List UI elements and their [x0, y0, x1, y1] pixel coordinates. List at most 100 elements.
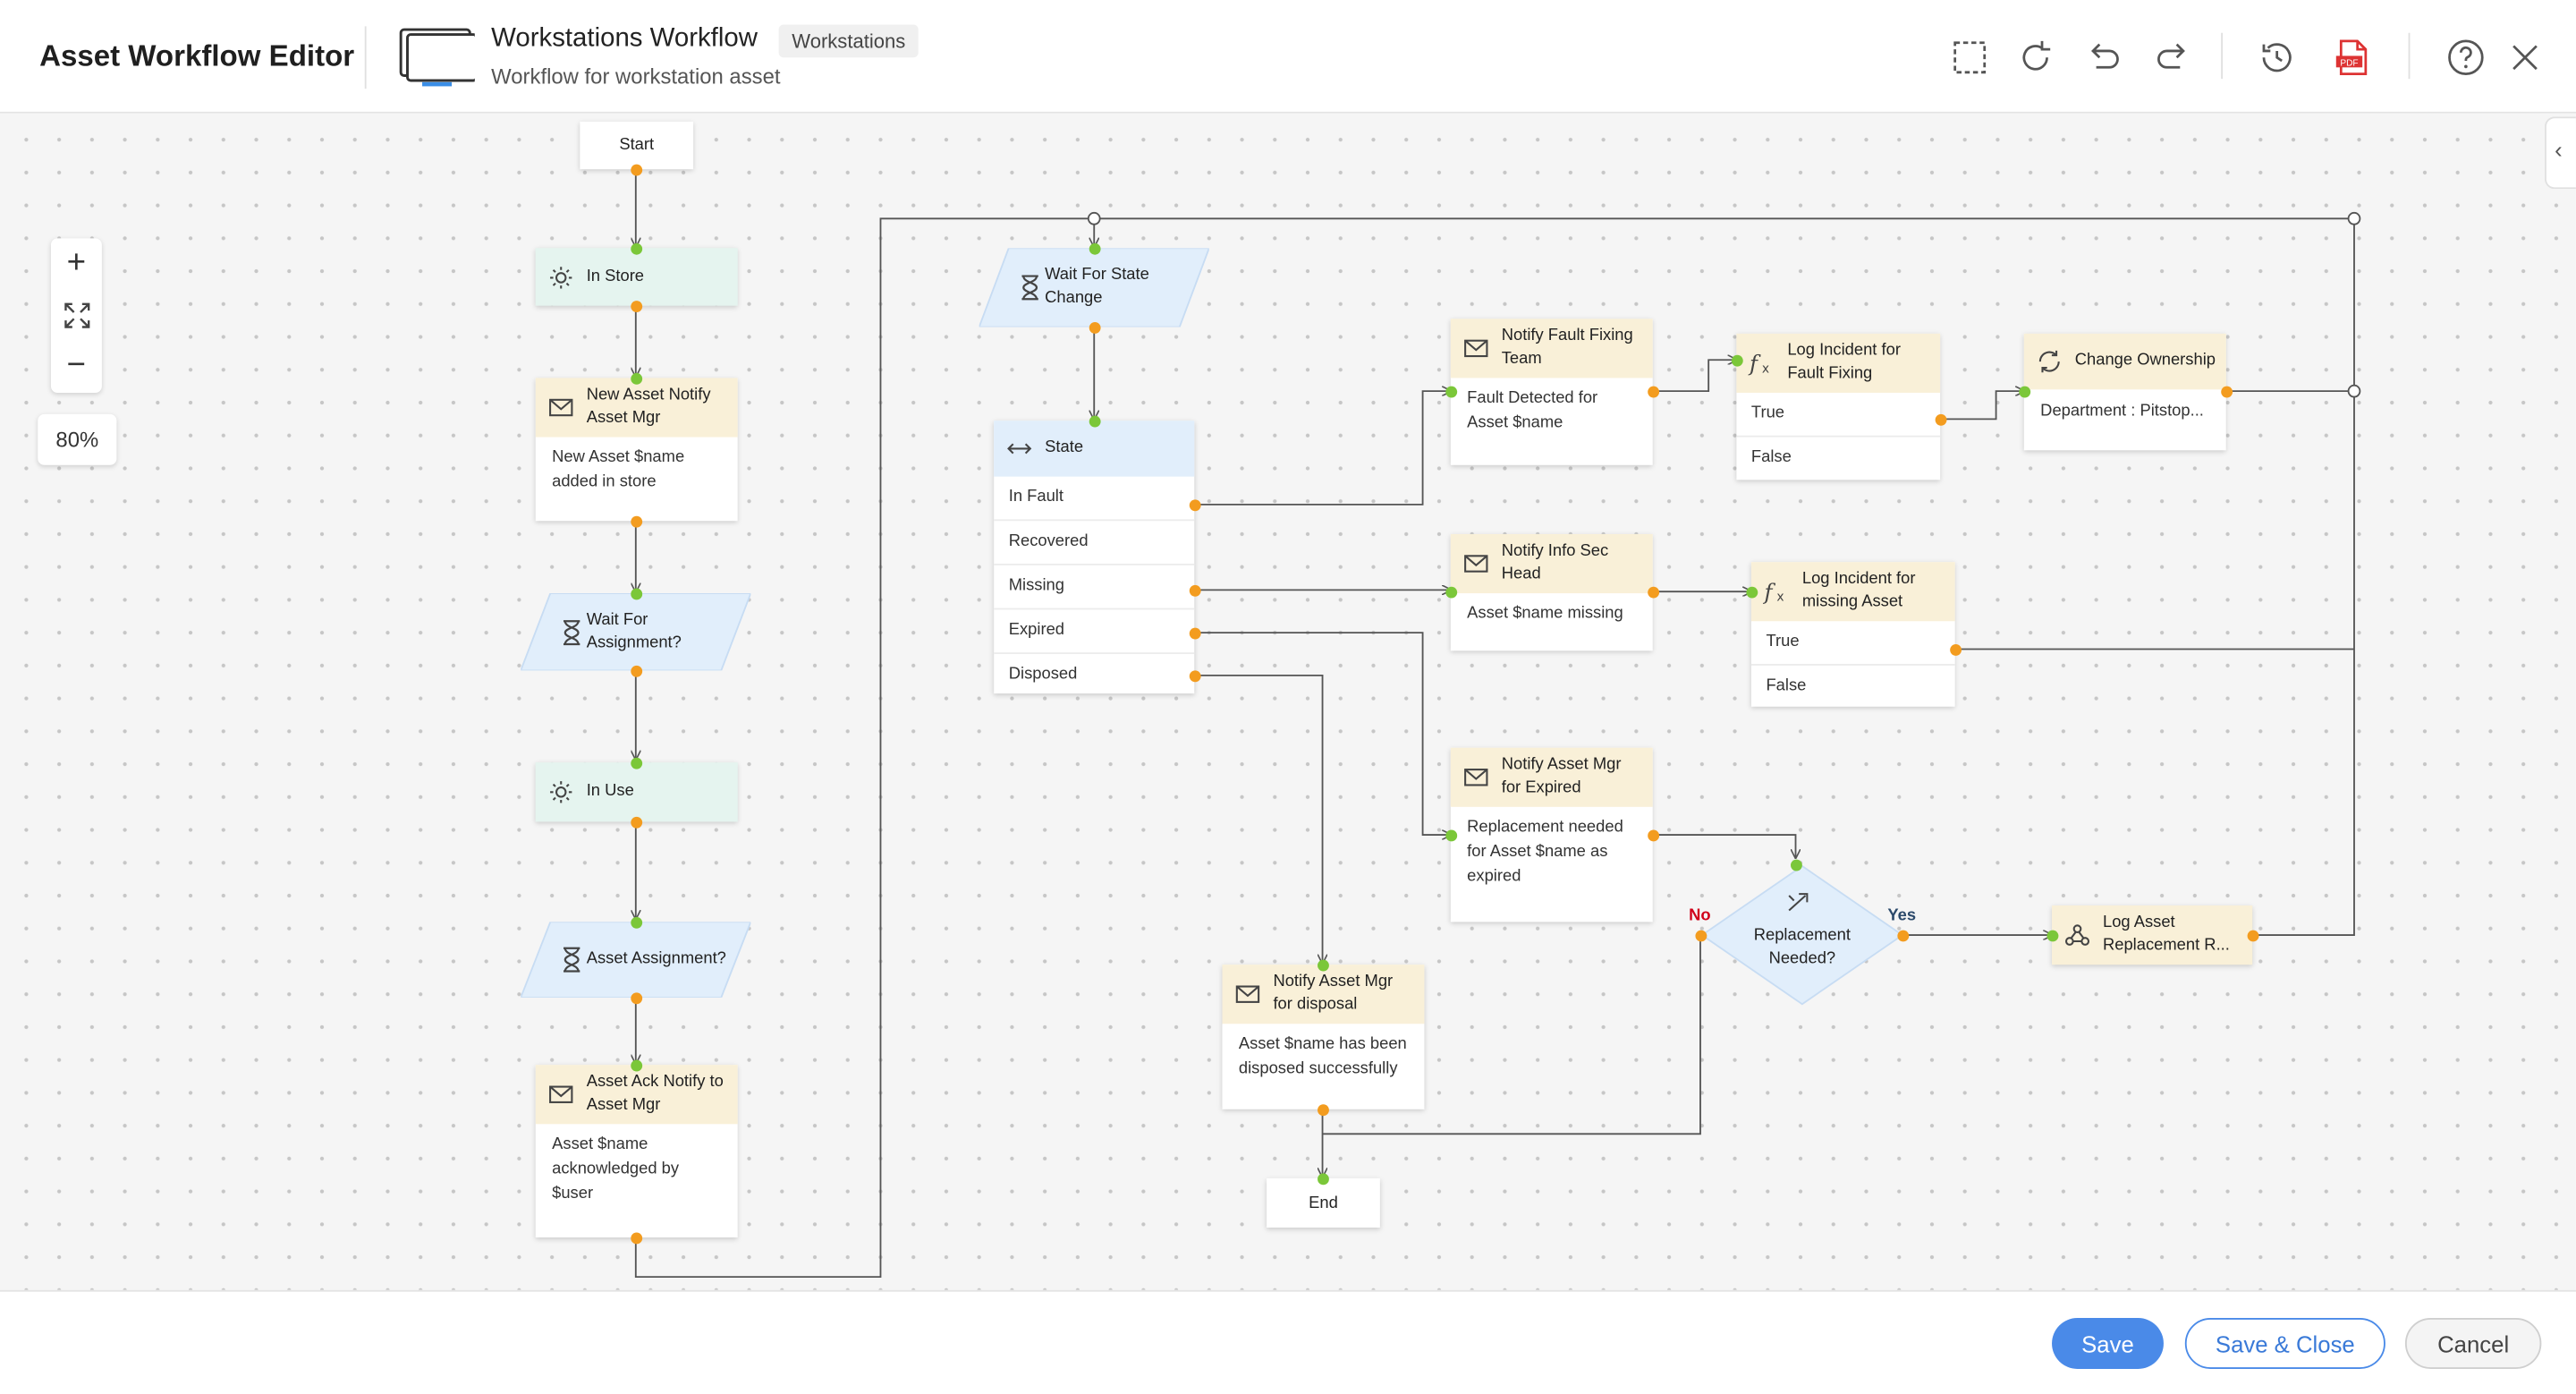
- node-title: In Use: [586, 782, 634, 801]
- output-port[interactable]: [2246, 929, 2258, 941]
- output-port[interactable]: [630, 815, 642, 828]
- history-button[interactable]: [2256, 36, 2299, 79]
- input-port[interactable]: [1745, 585, 1758, 598]
- condition-true[interactable]: True: [1750, 404, 1785, 423]
- redo-button[interactable]: [2152, 36, 2195, 79]
- output-port[interactable]: [1949, 643, 1962, 655]
- help-button[interactable]: [2445, 36, 2487, 79]
- output-port[interactable]: [1188, 626, 1200, 639]
- output-port[interactable]: [630, 1231, 642, 1244]
- output-port[interactable]: [1188, 583, 1200, 596]
- output-port[interactable]: [630, 300, 642, 312]
- condition-false[interactable]: False: [1750, 664, 1955, 709]
- node-title: Change Ownership: [2074, 352, 2216, 370]
- output-port[interactable]: [1188, 498, 1200, 511]
- zoom-in-button[interactable]: +: [51, 238, 102, 289]
- switch-node-state[interactable]: State In Fault Recovered Missing Expired…: [994, 421, 1195, 694]
- notify-node-disposal[interactable]: Notify Asset Mgr for disposal Asset $nam…: [1222, 965, 1425, 1109]
- export-pdf-button[interactable]: PDF: [2331, 36, 2374, 79]
- node-title: Notify Info Sec Head: [1501, 542, 1609, 584]
- input-port[interactable]: [630, 756, 642, 769]
- input-port[interactable]: [630, 1058, 642, 1071]
- save-button[interactable]: Save: [2052, 1318, 2164, 1369]
- input-port[interactable]: [1445, 829, 1457, 841]
- save-and-close-button[interactable]: Save & Close: [2184, 1318, 2385, 1369]
- switch-arrows-icon: [1007, 443, 1032, 455]
- close-button[interactable]: [2504, 36, 2546, 79]
- notify-node-new-asset[interactable]: New Asset Notify Asset Mgr New Asset $na…: [535, 378, 738, 522]
- output-port[interactable]: [1647, 385, 1659, 397]
- input-port[interactable]: [1790, 858, 1801, 871]
- status-gear-icon: [550, 266, 572, 288]
- action-node-log-replacement[interactable]: Log Asset Replacement R...: [2052, 905, 2253, 965]
- output-port[interactable]: [630, 514, 642, 527]
- notify-node-asset-ack[interactable]: Asset Ack Notify to Asset Mgr Asset $nam…: [535, 1065, 738, 1238]
- input-port[interactable]: [630, 915, 642, 928]
- input-port[interactable]: [2018, 385, 2030, 397]
- node-title: Wait For Assignment?: [586, 610, 682, 652]
- output-port[interactable]: [1647, 829, 1659, 841]
- node-body: Fault Detected for Asset $name: [1467, 389, 1598, 433]
- input-port[interactable]: [1317, 1172, 1328, 1185]
- decision-node-replacement[interactable]: Replacement Needed?: [1700, 864, 1904, 1006]
- cancel-button[interactable]: Cancel: [2404, 1318, 2542, 1369]
- output-port[interactable]: [2220, 385, 2233, 397]
- notify-node-expired[interactable]: Notify Asset Mgr for Expired Replacement…: [1450, 747, 1653, 922]
- state-option-disposed[interactable]: Disposed: [994, 652, 1195, 697]
- input-port[interactable]: [2046, 929, 2058, 941]
- input-port[interactable]: [1730, 353, 1742, 366]
- editor-footer: Save Save & Close Cancel: [0, 1289, 2576, 1394]
- input-port[interactable]: [630, 242, 642, 254]
- notify-node-fault-team[interactable]: Notify Fault Fixing Team Fault Detected …: [1450, 319, 1653, 465]
- wait-node-assignment[interactable]: Wait For Assignment?: [521, 593, 751, 671]
- input-port[interactable]: [1088, 414, 1100, 427]
- state-option-recovered[interactable]: Recovered: [994, 519, 1195, 564]
- select-area-button[interactable]: [1948, 36, 1991, 79]
- state-option-in-fault[interactable]: In Fault: [1008, 488, 1064, 506]
- status-gear-icon: [550, 781, 572, 803]
- notify-node-info-sec[interactable]: Notify Info Sec Head Asset $name missing: [1450, 533, 1653, 651]
- zoom-out-button[interactable]: −: [51, 340, 102, 391]
- input-port[interactable]: [1445, 585, 1457, 598]
- input-port[interactable]: [1317, 958, 1328, 971]
- condition-true[interactable]: True: [1766, 633, 1800, 651]
- refresh-button[interactable]: [2014, 36, 2057, 79]
- state-option-expired[interactable]: Expired: [994, 608, 1195, 653]
- input-port[interactable]: [630, 372, 642, 384]
- envelope-icon: [549, 1085, 573, 1103]
- hourglass-icon: [1021, 275, 1038, 301]
- input-port[interactable]: [1445, 385, 1457, 397]
- webhook-icon: [2064, 924, 2090, 946]
- output-port[interactable]: [1088, 321, 1100, 333]
- wait-node-asset-assignment[interactable]: Asset Assignment?: [521, 922, 751, 998]
- status-node-in-use[interactable]: In Use: [535, 762, 738, 822]
- undo-button[interactable]: [2081, 36, 2124, 79]
- condition-false[interactable]: False: [1736, 435, 1941, 480]
- workflow-canvas[interactable]: ‹ + − 80% Start In Store New Asset Notif…: [0, 113, 2576, 1290]
- start-node[interactable]: Start: [580, 121, 694, 170]
- node-body: New Asset $name added in store: [552, 448, 685, 492]
- output-port[interactable]: [630, 991, 642, 1004]
- wait-node-state-change[interactable]: Wait For State Change: [979, 248, 1209, 327]
- output-port[interactable]: [1694, 929, 1707, 941]
- fit-to-screen-button[interactable]: [51, 289, 102, 340]
- output-port[interactable]: [1188, 669, 1200, 682]
- output-port[interactable]: [1934, 412, 1946, 425]
- output-port[interactable]: [1896, 929, 1909, 941]
- output-port[interactable]: [630, 664, 642, 676]
- action-node-change-ownership[interactable]: Change Ownership Department : Pitstop...: [2023, 333, 2226, 451]
- node-title: Log Asset Replacement R...: [2102, 914, 2230, 956]
- status-node-in-store[interactable]: In Store: [535, 248, 738, 306]
- refresh-cycle-icon: [2038, 350, 2060, 373]
- output-port[interactable]: [630, 163, 642, 175]
- plus-icon: +: [66, 244, 87, 282]
- end-node[interactable]: End: [1267, 1177, 1380, 1228]
- input-port[interactable]: [630, 587, 642, 599]
- output-port[interactable]: [1647, 585, 1659, 598]
- state-option-missing[interactable]: Missing: [994, 563, 1195, 608]
- output-port[interactable]: [1317, 1103, 1328, 1116]
- input-port[interactable]: [1088, 242, 1100, 254]
- side-panel-toggle[interactable]: ‹: [2545, 116, 2576, 190]
